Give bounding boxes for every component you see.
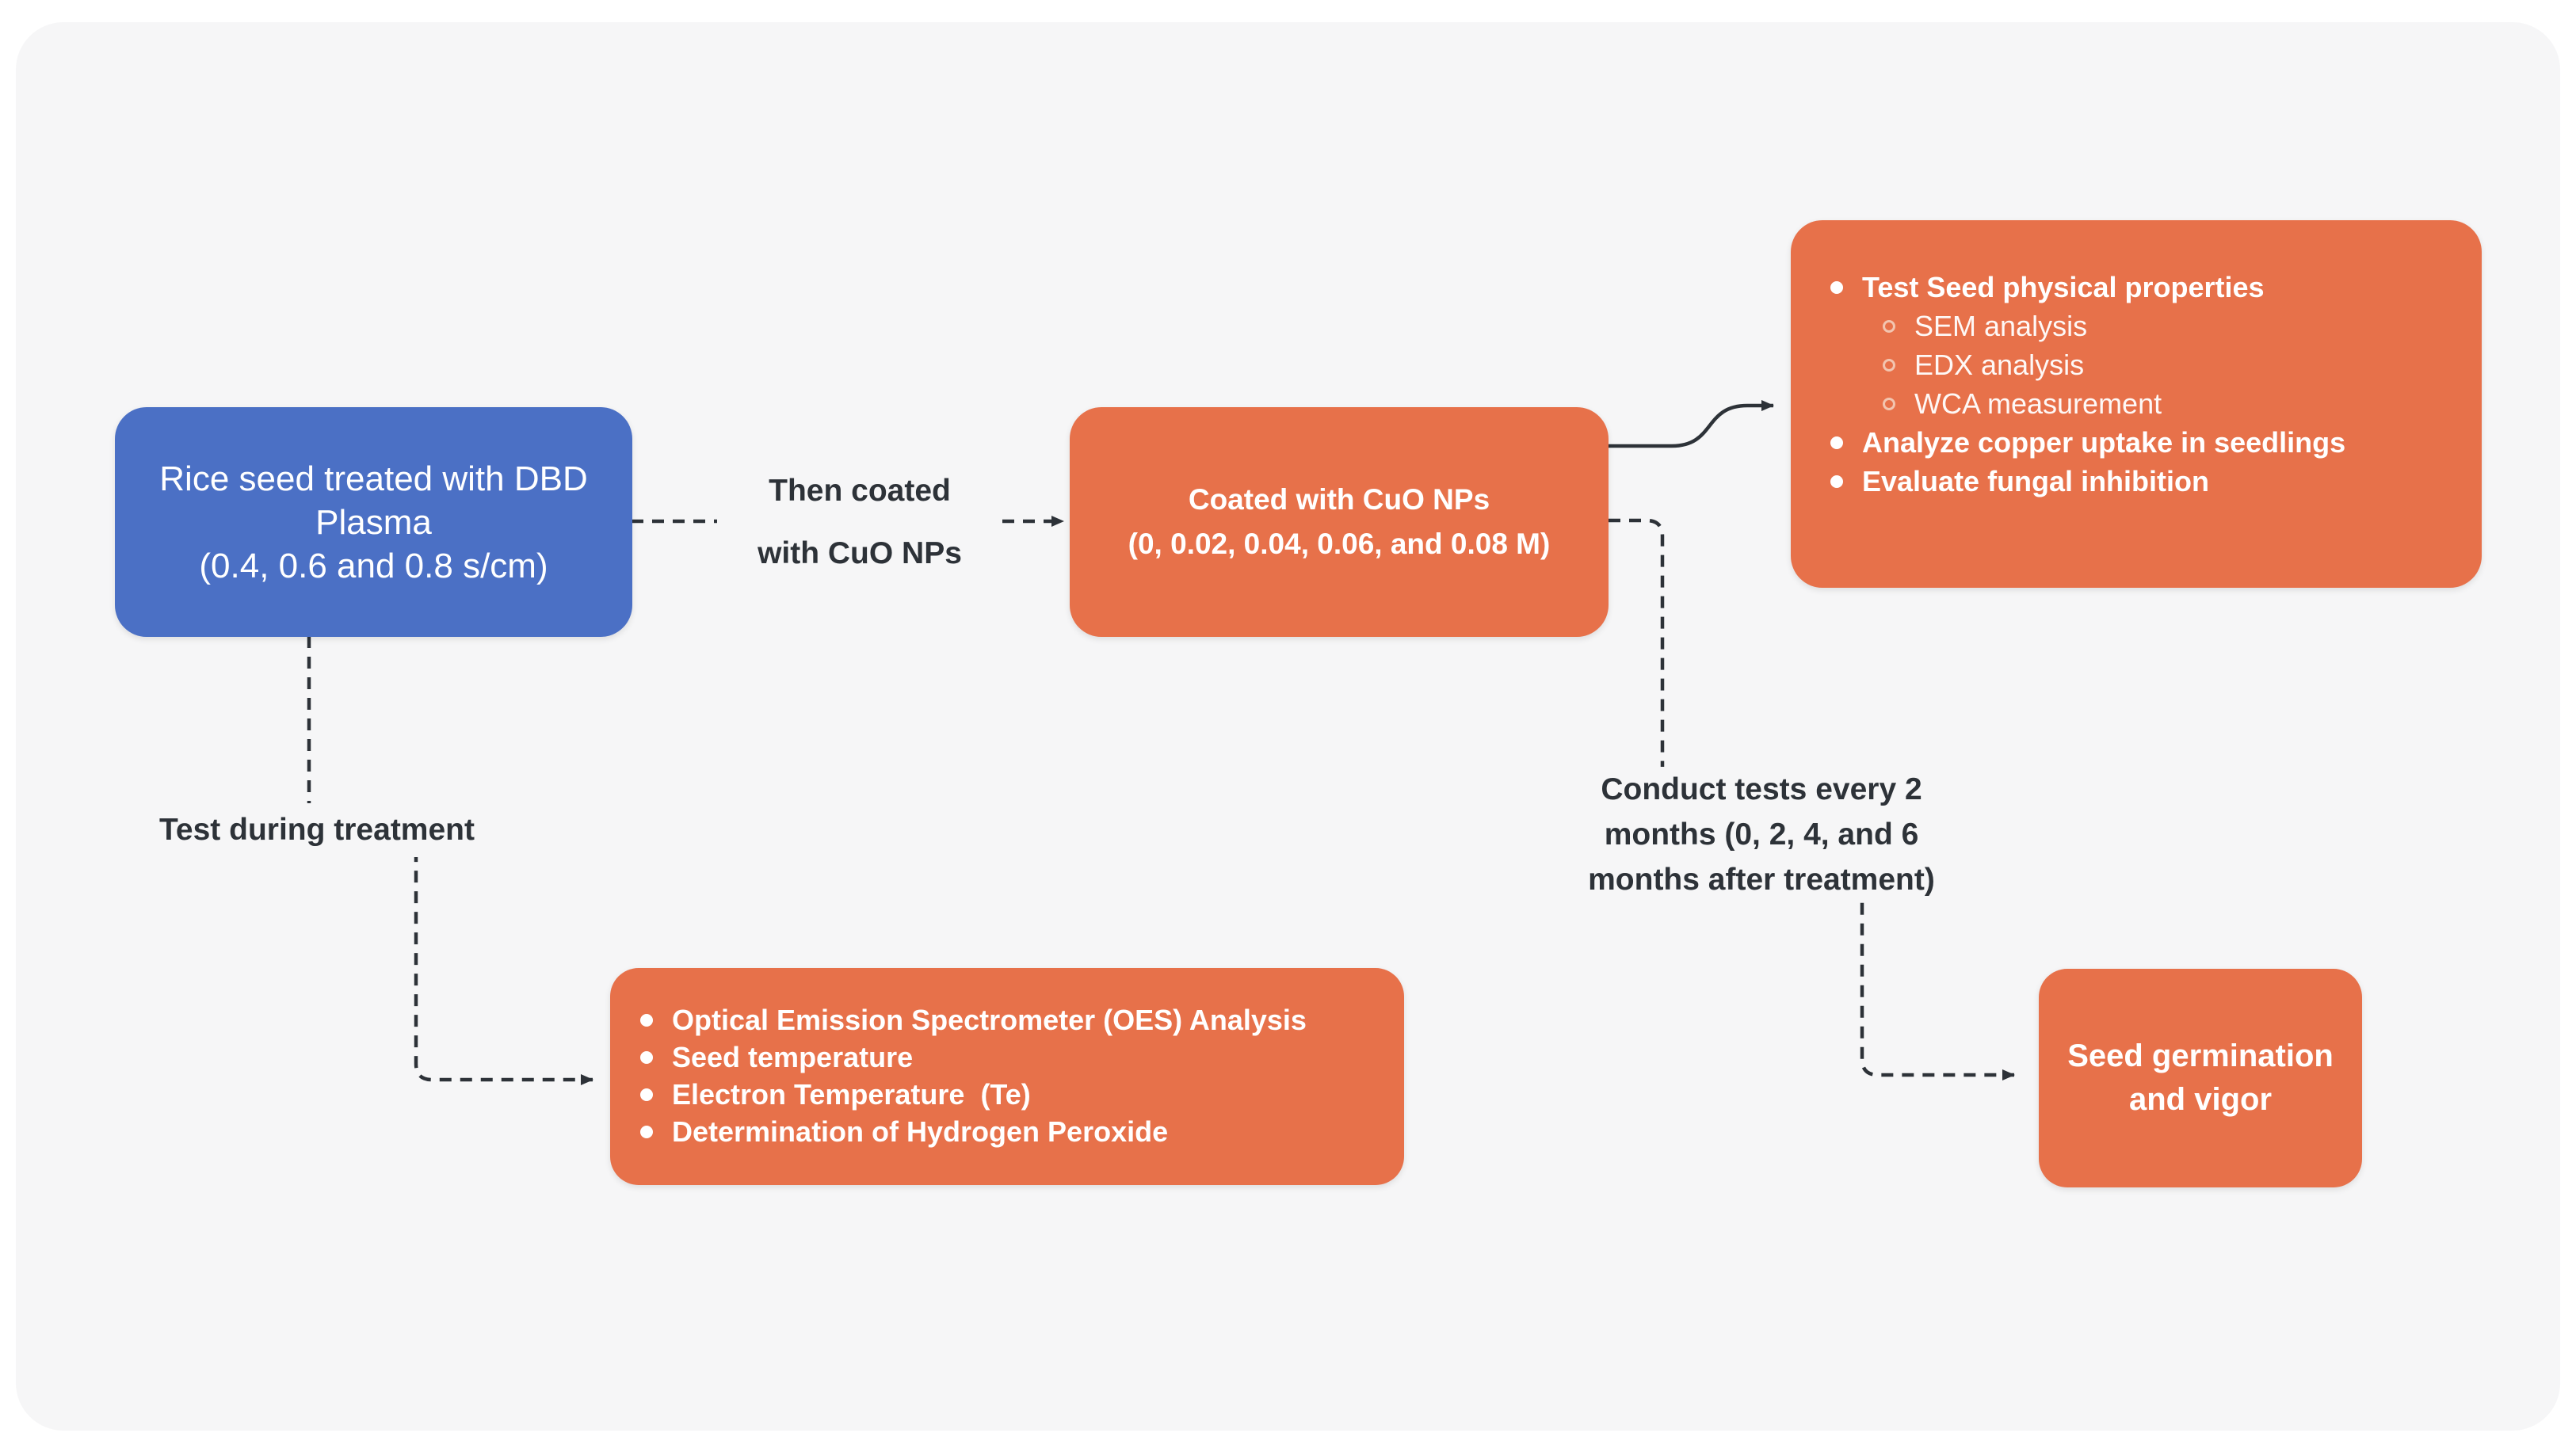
solid-connector-coated-to-seed-tests (1609, 400, 1774, 448)
list-item: SEM analysis (1883, 307, 2458, 345)
dashed-connector-plasma-to-during-tests (307, 636, 593, 1085)
node-coated-with-cuo-nps: Coated with CuO NPs (0, 0.02, 0.04, 0.06… (1070, 407, 1609, 637)
edge-label-line: months (0, 2, 4, and 6 (1604, 817, 1919, 852)
list-item-label: SEM analysis (1914, 309, 2088, 342)
bullet-dot-icon (640, 1013, 653, 1027)
list-item: WCA measurement (1883, 384, 2458, 423)
list-item-label: Test Seed physical properties (1862, 270, 2265, 303)
node-rice-seed-dbd-plasma: Rice seed treated with DBD Plasma (0.4, … (115, 407, 632, 637)
node-seed-physical-tests: Test Seed physical properties SEM analys… (1791, 220, 2482, 588)
bullet-dot-icon (640, 1125, 653, 1138)
edge-label-then-coated: Then coated with CuO NPs (717, 459, 1002, 585)
bullet-dot-icon (640, 1088, 653, 1101)
node-text-line: (0.4, 0.6 and 0.8 s/cm) (199, 546, 548, 585)
list-item-label: Evaluate fungal inhibition (1862, 464, 2210, 497)
bullet-dot-icon (1830, 280, 1843, 294)
node-seed-germination-vigor: Seed germination and vigor (2039, 969, 2362, 1187)
bullet-circle-icon (1883, 358, 1895, 372)
edge-label-line: Conduct tests every 2 (1601, 772, 1922, 806)
edge-label-line: with CuO NPs (758, 536, 962, 570)
bullet-dot-icon (640, 1050, 653, 1064)
edge-label-conduct-tests: Conduct tests every 2 months (0, 2, 4, a… (1559, 767, 1963, 902)
node-text-line: Rice seed treated with DBD (159, 459, 588, 498)
bullet-circle-icon (1883, 397, 1895, 410)
list-item: Analyze copper uptake in seedlings (1830, 423, 2458, 462)
edge-label-line: months after treatment) (1588, 863, 1935, 897)
list-item: Determination of Hydrogen Peroxide (640, 1113, 1388, 1150)
node-text-line: Coated with CuO NPs (1188, 483, 1490, 516)
node-text-line: (0, 0.02, 0.04, 0.06, and 0.08 M) (1128, 528, 1551, 560)
edge-label-line: Then coated (769, 474, 951, 508)
edge-label-test-during-treatment: Test during treatment (125, 803, 509, 857)
list-item: Seed temperature (640, 1039, 1388, 1076)
list-item-label: Electron Temperature (Te) (672, 1077, 1031, 1111)
list-item-label: Determination of Hydrogen Peroxide (672, 1115, 1169, 1148)
node-text-line: Plasma (315, 502, 432, 542)
bullet-dot-icon (1830, 474, 1843, 488)
list-item-label: EDX analysis (1914, 348, 2085, 381)
list-item-label: WCA measurement (1914, 387, 2162, 420)
node-text-line: and vigor (2128, 1082, 2273, 1117)
edge-label-line: Test during treatment (159, 813, 475, 847)
bullet-dot-icon (1830, 436, 1843, 449)
list-item-label: Optical Emission Spectrometer (OES) Anal… (672, 1003, 1307, 1036)
list-item: Optical Emission Spectrometer (OES) Anal… (640, 1001, 1388, 1039)
list-item-label: Analyze copper uptake in seedlings (1862, 425, 2346, 459)
list-item-label: Seed temperature (672, 1040, 914, 1073)
node-during-treatment-tests: Optical Emission Spectrometer (OES) Anal… (610, 968, 1404, 1185)
list-item: Electron Temperature (Te) (640, 1076, 1388, 1113)
bullet-circle-icon (1883, 319, 1895, 333)
list-item: Test Seed physical properties (1830, 268, 2458, 307)
list-item: EDX analysis (1883, 345, 2458, 384)
list-item: Evaluate fungal inhibition (1830, 462, 2458, 501)
node-text-line: Seed germination (2067, 1039, 2334, 1073)
